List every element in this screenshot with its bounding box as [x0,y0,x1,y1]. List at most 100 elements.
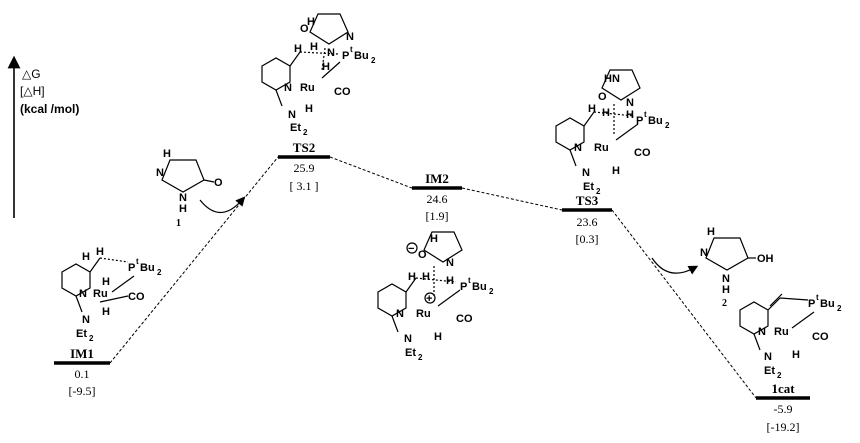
svg-text:t: t [468,276,471,285]
svg-text:H: H [322,61,330,73]
svg-text:Et: Et [764,365,775,377]
svg-text:2: 2 [418,353,423,362]
structure-im1 [61,257,135,313]
svg-text:CO: CO [334,86,351,98]
svg-text:Et: Et [583,181,594,193]
svg-text:CO: CO [634,147,651,159]
svg-text:N: N [574,142,582,154]
level-dh-ts3: [0.3] [576,232,599,246]
svg-text:t: t [644,110,647,119]
svg-text:Et: Et [290,122,301,134]
svg-text:H: H [588,103,596,115]
svg-text:2: 2 [371,56,376,65]
svg-text:P: P [342,50,349,62]
svg-text:P: P [128,262,135,274]
svg-text:H: H [102,306,110,318]
level-dg-im1: 0.1 [75,367,90,381]
svg-text:Bu: Bu [140,262,155,274]
svg-text:H: H [96,246,104,258]
svg-text:N: N [446,257,454,269]
level-dh-1cat: [-19.2] [767,420,800,434]
svg-text:O: O [598,91,607,103]
svg-text:H: H [179,203,187,215]
product-release-arrow [651,257,699,275]
level-dg-im2: 24.6 [427,192,448,206]
structure-1cat [739,293,815,351]
svg-text:O: O [418,249,427,261]
axis-label-dH: [△H] [20,84,45,98]
level-name-1cat: 1cat [771,381,795,396]
svg-text:2: 2 [489,287,494,296]
svg-text:t: t [350,45,353,54]
svg-text:Bu: Bu [472,281,487,293]
svg-text:H: H [626,109,634,121]
svg-text:2: 2 [665,121,670,130]
svg-text:N: N [722,273,730,285]
level-dh-im1: [-9.5] [69,384,96,398]
structure-im1-labels: H H P t Bu 2 N Ru CO H H N Et 2 [76,246,162,343]
level-name-ts2: TS2 [293,140,315,155]
svg-text:Ru: Ru [594,142,609,154]
urea-number: 1 [176,218,181,229]
svg-text:t: t [816,293,819,302]
level-dh-im2: [1.9] [426,209,449,223]
svg-text:CO: CO [128,291,145,303]
svg-text:H: H [408,271,416,283]
reaction-path [109,156,757,399]
svg-text:H: H [163,148,171,160]
level-dh-ts2: [ 3.1 ] [290,179,319,193]
svg-text:Bu: Bu [354,50,369,62]
svg-text:H: H [294,43,302,55]
svg-text:N: N [346,31,354,43]
svg-text:H: H [792,349,800,361]
svg-text:O: O [214,177,223,189]
svg-text:H: H [612,165,620,177]
urea-compound-1: H N N H O 1 [156,148,223,229]
svg-text:Ru: Ru [774,326,789,338]
svg-text:CO: CO [456,313,473,325]
svg-text:2: 2 [89,334,94,343]
structure-1cat-labels: P t Bu 2 N Ru CO H N Et 2 [758,293,842,380]
structure-ts2 [261,13,349,107]
product-compound-2: H N N H OH 2 [700,226,774,309]
svg-text:t: t [136,257,139,266]
level-name-im2: IM2 [425,171,449,186]
svg-text:N: N [79,288,87,300]
svg-text:H: H [722,284,730,296]
svg-text:H: H [707,226,715,238]
svg-text:H: H [310,41,318,53]
level-dg-ts2: 25.9 [294,161,315,175]
svg-text:HN: HN [604,73,620,85]
svg-text:Ru: Ru [93,288,108,300]
svg-text:P: P [636,115,643,127]
svg-text:Et: Et [76,328,87,340]
energy-level-bars [54,155,810,400]
svg-text:N: N [582,167,590,179]
svg-text:H: H [305,103,313,115]
svg-text:N: N [700,247,708,259]
svg-text:H: H [446,275,454,287]
svg-text:N: N [327,47,335,59]
svg-text:Bu: Bu [820,298,835,310]
svg-text:N: N [396,308,404,320]
svg-text:N: N [404,333,412,345]
product-oh: OH [757,253,774,265]
svg-text:P: P [460,281,467,293]
structure-im2 [377,231,463,333]
svg-text:N: N [284,82,292,94]
structure-ts2-labels: H O N N H H H P t Bu 2 N Ru CO H N Et 2 [284,16,376,137]
svg-text:H: H [307,16,315,28]
svg-text:N: N [156,167,164,179]
level-name-im1: IM1 [70,346,94,361]
structure-ts3 [555,69,641,167]
svg-text:Ru: Ru [300,82,315,94]
svg-text:H: H [602,107,610,119]
product-number: 2 [722,298,727,309]
level-labels: IM1 0.1 [-9.5] TS2 25.9 [ 3.1 ] IM2 24.6… [69,140,800,434]
substrate-entry-arrow [199,196,246,214]
svg-text:H: H [434,331,442,343]
energy-axis: △G [△H] (kcal /mol) [7,55,79,218]
svg-text:N: N [288,109,296,121]
structure-ts3-labels: HN O N H H H P t Bu 2 N Ru CO H N Et 2 [574,73,670,196]
